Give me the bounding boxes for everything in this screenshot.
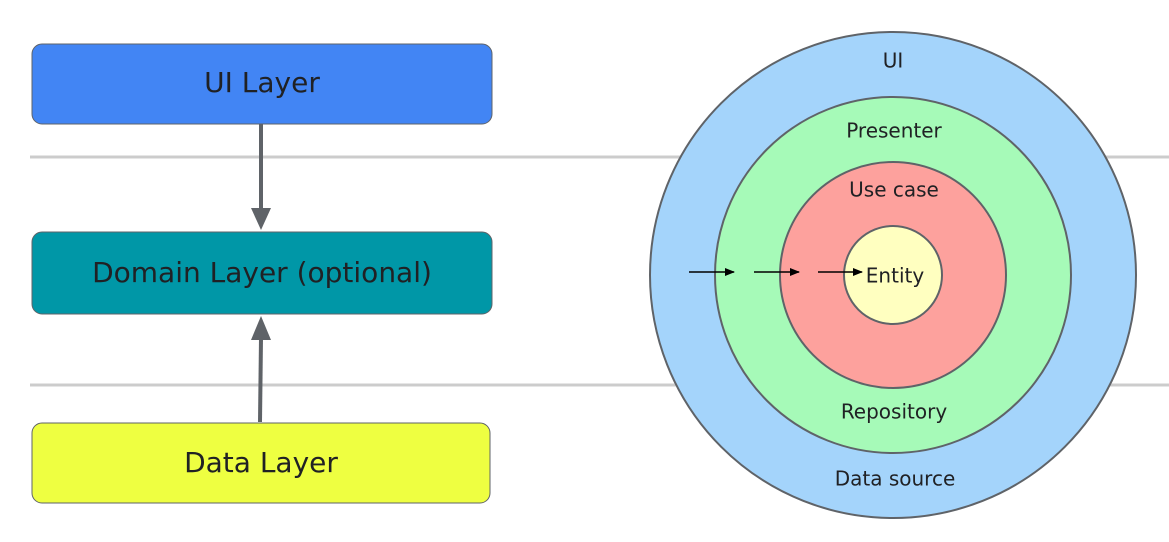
arrow-ui-to-domain [251,124,271,230]
arrow-data-to-domain [251,316,271,423]
domain-layer-rect [31,231,493,315]
domain-layer-box: Domain Layer (optional) [31,231,493,315]
ring-label-ui: UI [883,49,904,73]
ui-layer-box: UI Layer [31,43,493,125]
ring-entity [843,225,943,325]
domain-layer-label: Domain Layer (optional) [92,256,432,289]
data-layer-label: Data Layer [184,446,338,479]
ring-label-presenter: Presenter [846,119,942,143]
ring-label-use-case: Use case [849,178,939,202]
data-layer-rect [31,422,491,504]
clean-architecture-rings: UI Data source Presenter Repository Use … [649,31,1137,519]
ring-label-repository: Repository [841,400,948,424]
data-layer-box: Data Layer [31,422,491,504]
ring-label-data-source: Data source [835,467,956,491]
ring-label-entity: Entity [866,264,925,288]
ui-layer-label: UI Layer [204,66,320,99]
